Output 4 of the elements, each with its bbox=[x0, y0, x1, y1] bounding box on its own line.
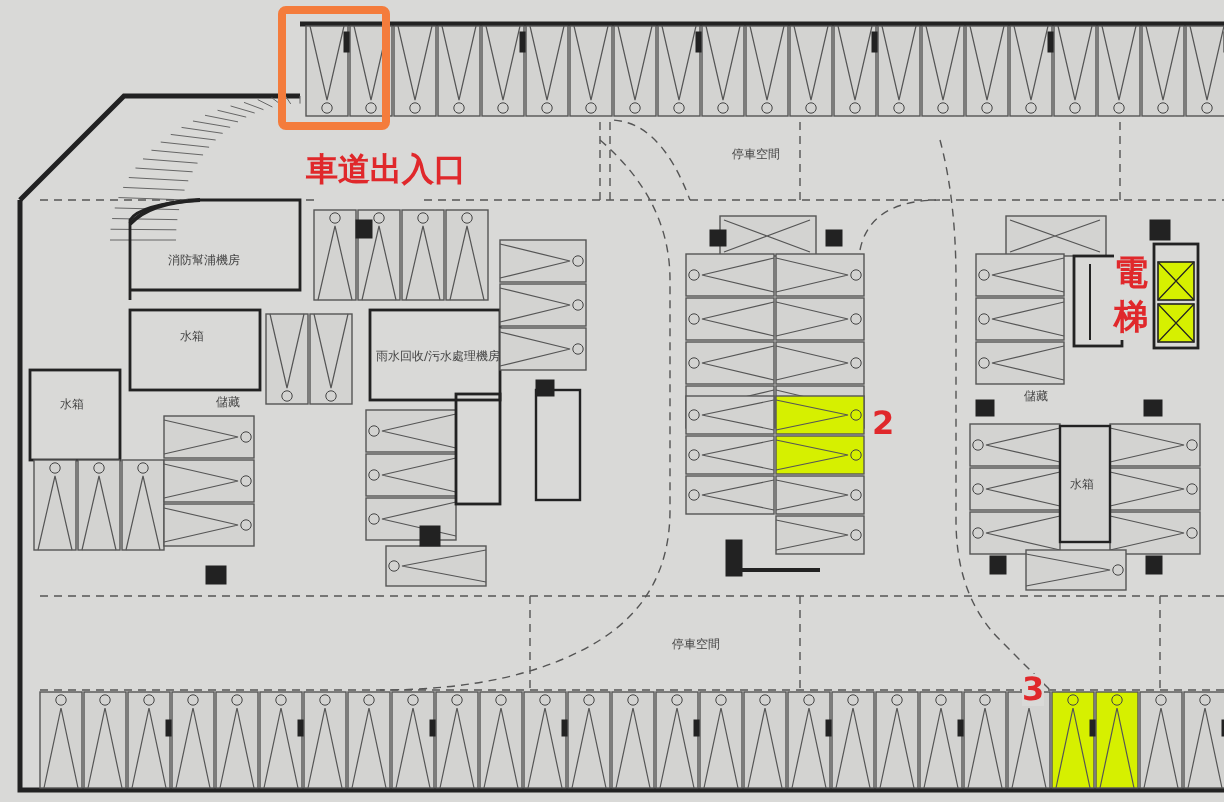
entrance-label: 車道出入口 bbox=[306, 154, 466, 186]
elevator-label: 電梯 bbox=[1114, 252, 1150, 341]
callout-number: 2 bbox=[872, 408, 895, 440]
callout-number: 3 bbox=[1022, 674, 1045, 706]
